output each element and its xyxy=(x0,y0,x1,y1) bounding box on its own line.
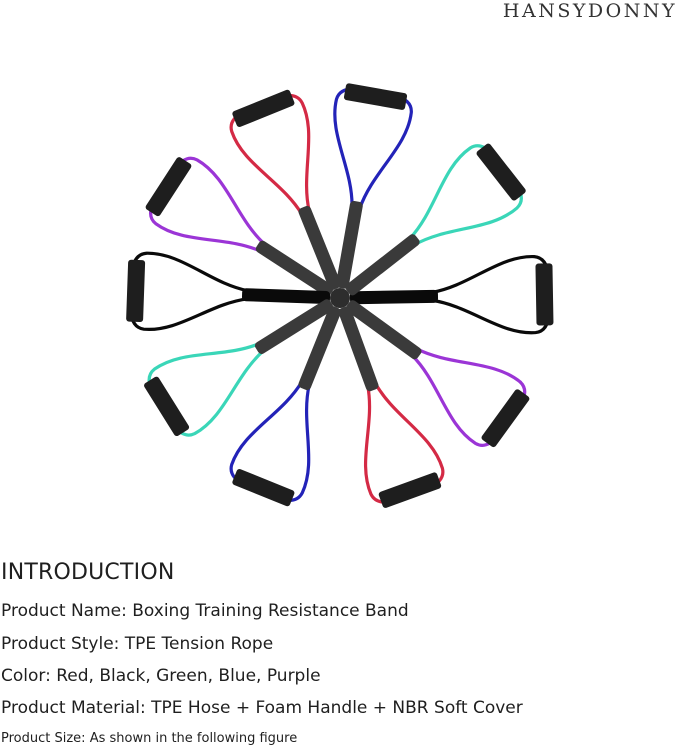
band-green xyxy=(144,299,334,437)
brand-logo: HANSYDONNY xyxy=(502,0,677,22)
band-tube xyxy=(255,240,334,297)
band-loop xyxy=(128,251,250,331)
band-handle xyxy=(232,89,295,127)
product-size-line: Product Size: As shown in the following … xyxy=(1,731,298,746)
band-handle xyxy=(476,143,526,201)
band-handle xyxy=(126,259,146,323)
introduction-heading: INTRODUCTION xyxy=(1,560,175,585)
band-red xyxy=(338,306,445,508)
color-line: Color: Red, Black, Green, Blue, Purple xyxy=(1,666,321,686)
band-tube xyxy=(345,234,420,296)
band-loop xyxy=(430,254,551,335)
band-handle xyxy=(343,83,408,110)
product-name-line: Product Name: Boxing Training Resistance… xyxy=(1,601,409,621)
band-tube xyxy=(241,288,331,305)
band-purple xyxy=(345,300,530,448)
band-black xyxy=(349,254,554,335)
band-tube xyxy=(338,306,379,392)
band-handle xyxy=(535,263,554,326)
band-tube xyxy=(349,289,439,305)
band-handle xyxy=(144,376,190,437)
band-tube xyxy=(254,299,334,354)
band-handle xyxy=(145,157,192,217)
band-black xyxy=(126,251,331,331)
band-tube xyxy=(345,300,422,360)
band-tube xyxy=(335,200,363,289)
band-handle xyxy=(232,469,295,507)
band-green xyxy=(345,143,526,296)
band-handle xyxy=(481,389,530,448)
band-red xyxy=(229,89,342,290)
resistance-band-image xyxy=(126,83,554,508)
band-loop xyxy=(147,341,266,437)
product-material-line: Product Material: TPE Hose + Foam Handle… xyxy=(1,698,523,718)
band-blue xyxy=(333,83,413,289)
band-tube xyxy=(298,306,342,391)
band-hub xyxy=(330,288,350,308)
product-style-line: Product Style: TPE Tension Rope xyxy=(1,634,274,654)
band-blue xyxy=(229,306,342,507)
band-tube xyxy=(298,205,342,290)
band-purple xyxy=(145,156,334,297)
band-loop xyxy=(410,347,527,447)
band-handle xyxy=(378,472,442,508)
